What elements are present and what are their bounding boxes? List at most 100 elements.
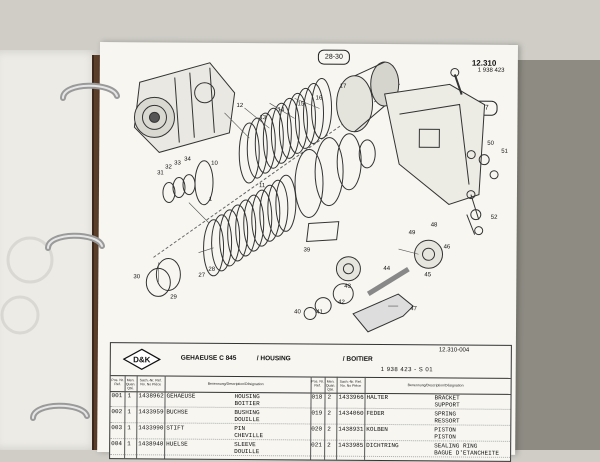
cell-pos: 001	[111, 392, 123, 400]
callout-1: 1	[208, 196, 213, 203]
table-number: 1 938 423 - S 01	[380, 366, 434, 374]
table-ref: 12.310-004	[438, 347, 470, 354]
cell-desc-de: HALTER	[366, 393, 389, 402]
cell-qty: 2	[327, 425, 331, 433]
callout-11: 11	[258, 183, 266, 190]
callout-21: 29	[170, 294, 177, 301]
cell-desc-de: BUCHSE	[166, 408, 189, 416]
cell-desc-de: HUELSE	[166, 440, 188, 448]
cell-desc-de: GEHAEUSE	[166, 392, 196, 400]
cell-qty: 1	[127, 408, 132, 416]
cell-qty: 1	[127, 424, 131, 432]
cell-pos: 021	[311, 441, 323, 449]
cell-part-no: 1433959	[138, 408, 164, 416]
binder-ring-bottom	[30, 402, 90, 421]
transmission-assembly-illustration	[133, 62, 236, 153]
callout-18: 17	[339, 83, 347, 90]
binder-ring-middle	[45, 232, 105, 251]
dk-logo-icon: D&K	[122, 348, 161, 370]
cell-qty: 2	[327, 441, 331, 449]
cell-desc-fr: DOUILLE	[234, 415, 260, 424]
callout-31: 39	[303, 247, 311, 254]
callout-19: 27	[198, 272, 206, 279]
cell-qty: 1	[127, 392, 132, 400]
cell-part-no: 1433985	[338, 441, 364, 449]
bracket-part	[306, 221, 414, 333]
cell-desc-fr: BAGUE D'ETANCHEITE	[434, 449, 499, 457]
callout-33: 41	[316, 309, 323, 316]
cell-part-no: 1434060	[338, 409, 364, 417]
header-pos-right: Pos. Nr. Ref.	[311, 379, 324, 388]
header-desc-left: Benennung/Description/Désignation	[207, 381, 264, 387]
callout-14: 13	[259, 115, 267, 122]
clutch-plate-stack-upper	[238, 78, 333, 184]
callout-42: 50	[487, 140, 495, 147]
header-pos-left: Pos. Nr. Ref.	[111, 378, 124, 387]
clutch-plate-stack-lower	[203, 137, 344, 277]
cell-pos: 019	[311, 409, 323, 417]
leader-lines	[158, 98, 419, 307]
callout-32: 40	[294, 309, 301, 316]
cell-part-no: 1438931	[338, 425, 364, 433]
gearbox-housing	[384, 67, 486, 205]
table-title-fr: / BOITIER	[342, 355, 373, 363]
header-desc-right: Benennung/Description/Désignation	[407, 383, 464, 388]
callout-15: 14	[277, 107, 285, 114]
callout-44: 52	[490, 214, 498, 221]
cell-pos: 018	[311, 393, 323, 401]
shaft-and-small-parts	[466, 154, 499, 236]
binder-back-board	[505, 60, 600, 450]
callout-22: 30	[133, 274, 141, 281]
callout-40: 48	[430, 222, 438, 229]
cell-part-no: 1438962	[138, 392, 164, 400]
cell-desc-fr: SUPPORT	[434, 401, 460, 409]
gears-lower	[303, 239, 444, 320]
cell-desc-fr: BOITIER	[234, 399, 260, 408]
callout-35: 43	[344, 283, 352, 290]
catalog-page: 28-30 1-7 12.310 1 938 423	[97, 42, 518, 462]
cell-pos: 020	[311, 425, 323, 433]
callout-39: 47	[410, 306, 417, 313]
cell-desc-fr: RESSORT	[434, 417, 460, 425]
binder-ring-top	[60, 82, 120, 101]
header-partno-right: Sach.-Nr. Ref. No. No Pièce	[339, 379, 362, 388]
cell-qty: 1	[127, 440, 131, 448]
callout-10: 10	[211, 160, 218, 167]
cell-desc-fr: DOUILLE	[234, 447, 260, 456]
callout-20: 28	[208, 266, 216, 273]
callout-38: 46	[443, 244, 451, 251]
cell-pos: 003	[111, 424, 123, 432]
table-rows: 001 1 1438962 GEHAEUSE HOUSING BOITIER 0…	[110, 391, 511, 458]
callout-23: 31	[157, 170, 164, 177]
header-partno-left: Sach.-Nr. Ref. No. No Pièce	[139, 378, 162, 387]
callout-41: 49	[408, 230, 416, 237]
cell-qty: 2	[327, 409, 332, 417]
table-row: 004 1 1438940 HUELSE SLEEVE DOUILLE 021 …	[110, 439, 511, 458]
cell-desc-de: FEDER	[366, 409, 385, 417]
callout-26: 34	[184, 156, 191, 163]
table-title-en: / HOUSING	[256, 355, 291, 363]
cell-desc-fr: PISTON	[434, 433, 456, 441]
logo-text: D&K	[133, 355, 151, 364]
callout-37: 45	[424, 272, 432, 279]
exploded-view-drawing	[133, 61, 499, 333]
cell-part-no: 1433990	[138, 424, 164, 432]
callout-17: 16	[315, 95, 323, 102]
ghost-drawing-icon	[0, 236, 54, 335]
header-qty-right: Men. Quan. Qté.	[325, 379, 336, 392]
cell-desc-en: PIN	[234, 424, 246, 433]
cell-pos: 004	[111, 440, 123, 448]
cell-desc-de: DICHTRING	[366, 441, 399, 450]
cell-qty: 2	[327, 393, 332, 401]
callout-16: 15	[297, 101, 305, 108]
callout-34: 42	[338, 299, 345, 306]
header-qty-left: Men. Quan. Qté.	[125, 378, 136, 391]
callout-36: 44	[383, 265, 391, 273]
table-title-de: GEHAEUSE C 845	[180, 354, 237, 362]
callout-25: 33	[174, 160, 181, 167]
cell-desc-de: KOLBEN	[366, 425, 388, 434]
callout-24: 32	[165, 164, 172, 171]
cell-desc-de: STIFT	[166, 424, 185, 432]
callout-13: 12	[236, 102, 244, 110]
cell-desc-fr: CHEVILLE	[234, 431, 264, 440]
